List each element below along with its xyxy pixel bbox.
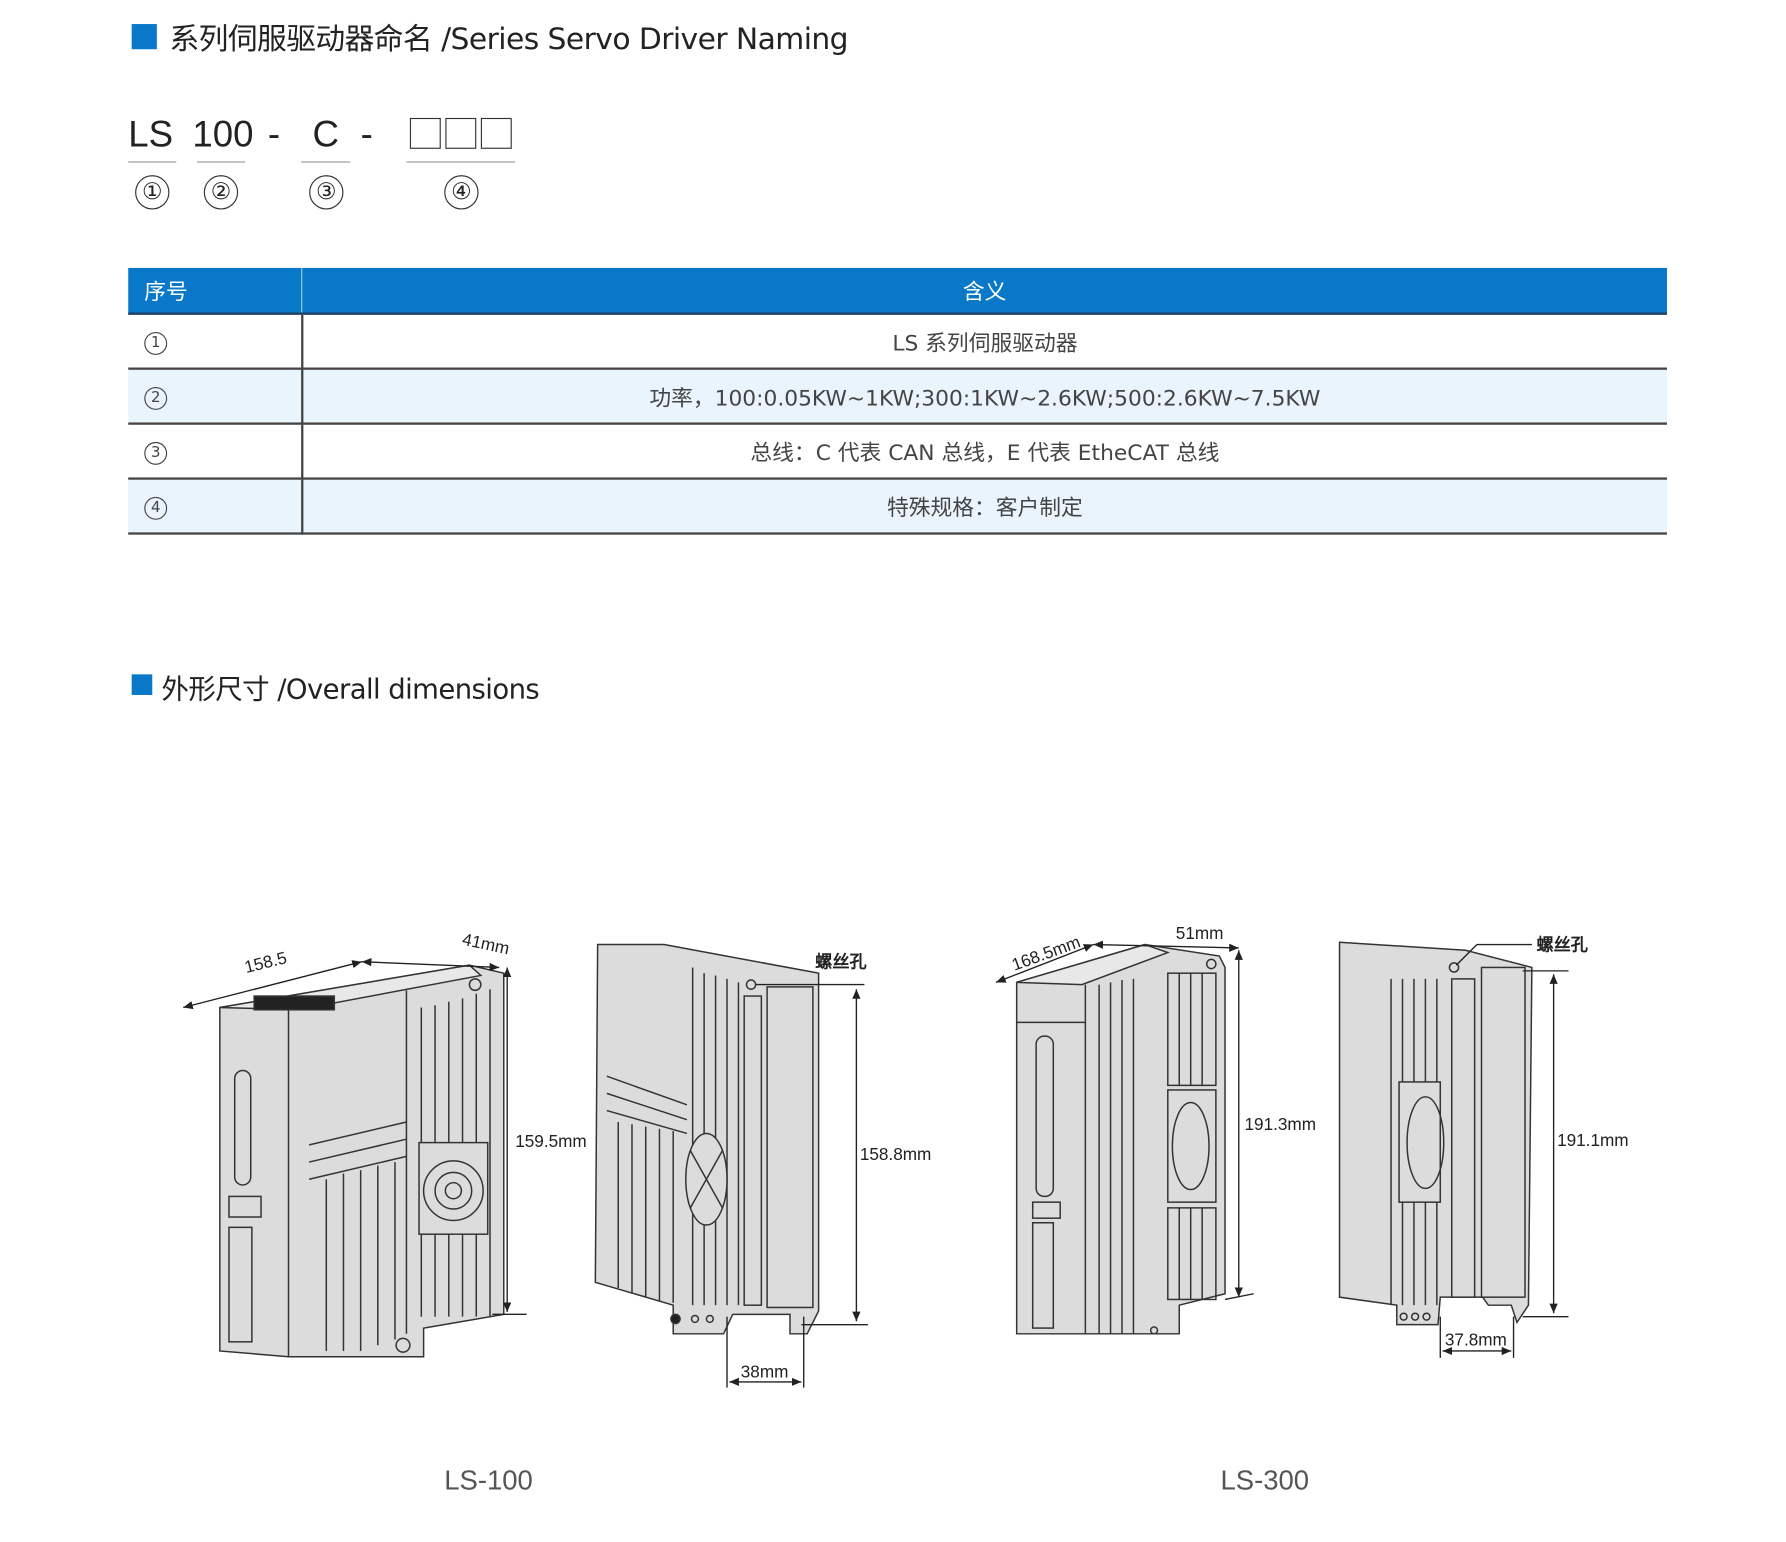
table-row: 2 功率，100:0.05KW~1KW;300:1KW~2.6KW;500:2.… [128, 368, 1667, 425]
row-index: 4 [144, 496, 168, 520]
placeholder-box [409, 117, 441, 149]
naming-table: 序号 含义 1 LS 系列伺服驱动器 2 功率，100:0.05KW~1KW;3… [128, 267, 1667, 535]
table-header: 序号 含义 [128, 267, 1667, 315]
ls300-width-label: 51mm [1176, 923, 1224, 943]
row-index: 1 [144, 332, 168, 355]
table-row: 4 特殊规格：客户制定 [128, 478, 1667, 535]
ls300-height-front-label: 191.3mm [1245, 1114, 1317, 1134]
ls100-height-front-label: 159.5mm [515, 1131, 587, 1151]
row-index: 2 [144, 386, 168, 410]
row-index: 3 [144, 441, 168, 465]
code-separator: - [360, 113, 373, 155]
ls100-front-drawing [219, 964, 505, 1358]
ls300-front-drawing [1015, 943, 1226, 1335]
marker-3: ③ [309, 175, 344, 210]
table-row: 3 总线：C 代表 CAN 总线，E 代表 EtheCAT 总线 [128, 423, 1667, 480]
placeholder-box [480, 117, 512, 149]
section-marker [131, 674, 153, 695]
row-meaning: 功率，100:0.05KW~1KW;300:1KW~2.6KW;500:2.6K… [301, 368, 1667, 425]
row-meaning: 总线：C 代表 CAN 总线，E 代表 EtheCAT 总线 [301, 423, 1667, 480]
section-marker [131, 24, 157, 50]
underline [301, 161, 351, 163]
header-meaning: 含义 [301, 267, 1667, 315]
marker-2: ② [203, 175, 239, 210]
ls100-height-back-label: 158.8mm [860, 1144, 932, 1164]
code-part2: 100 [192, 113, 254, 155]
ls300-back-drawing [1338, 941, 1533, 1326]
header-index: 序号 [128, 267, 303, 315]
table-row: 1 LS 系列伺服驱动器 [128, 313, 1667, 370]
ls300-height-back-label: 191.1mm [1557, 1130, 1629, 1150]
row-meaning: LS 系列伺服驱动器 [301, 313, 1667, 370]
row-meaning: 特殊规格：客户制定 [301, 478, 1667, 535]
ls100-width-label: 41mm [461, 929, 512, 958]
underline [406, 161, 516, 163]
code-part1: LS [128, 113, 174, 155]
ls300-hole-spacing-label: 37.8mm [1445, 1329, 1507, 1349]
naming-section-title: 系列伺服驱动器命名 /Series Servo Driver Naming [169, 22, 849, 58]
underline [196, 161, 246, 163]
ls100-back-drawing [594, 943, 820, 1335]
placeholder-box [445, 117, 477, 149]
ls100-depth-label: 158.5 [242, 947, 289, 977]
ls100-model-label: LS-100 [444, 1465, 533, 1497]
underline [128, 161, 177, 163]
code-separator: - [267, 113, 281, 155]
dimensions-section-title: 外形尺寸 /Overall dimensions [161, 673, 540, 706]
ls100-hole-spacing-label: 38mm [741, 1361, 789, 1381]
ls300-model-label: LS-300 [1220, 1465, 1310, 1497]
ls100-screw-hole-label: 螺丝孔 [815, 951, 866, 971]
code-part3: C [312, 113, 340, 155]
marker-4: ④ [444, 175, 479, 210]
marker-1: ① [135, 175, 170, 210]
ls300-screw-hole-label: 螺丝孔 [1536, 934, 1587, 954]
